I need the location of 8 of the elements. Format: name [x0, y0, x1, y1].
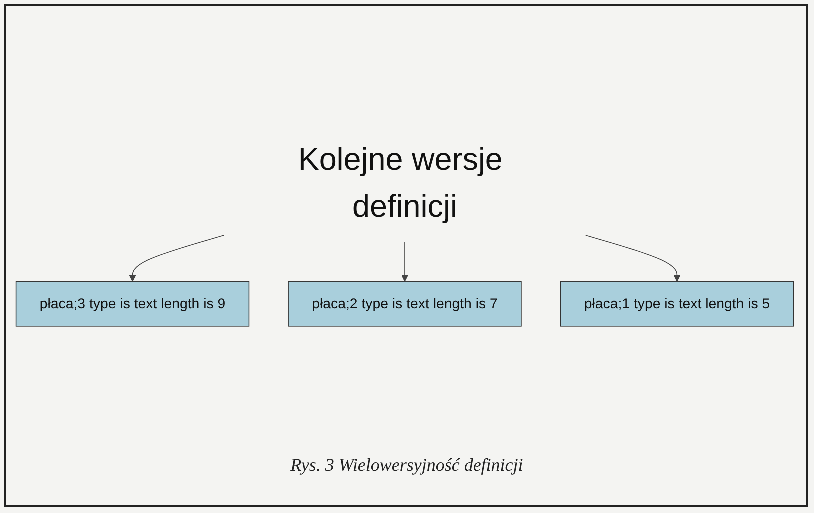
- arrow: [402, 242, 408, 282]
- arrow: [586, 234, 681, 282]
- arrow: [129, 234, 224, 282]
- node-box: płaca;2 type is text length is 7: [288, 280, 522, 326]
- node-text: Kolejne wersje definicji: [298, 142, 503, 224]
- node-box: płaca;1 type is text length is 5: [560, 280, 794, 326]
- figure-caption: Rys. 3 Wielowersyjność definicji: [290, 455, 524, 476]
- node-box: płaca;3 type is text length is 9: [16, 280, 250, 326]
